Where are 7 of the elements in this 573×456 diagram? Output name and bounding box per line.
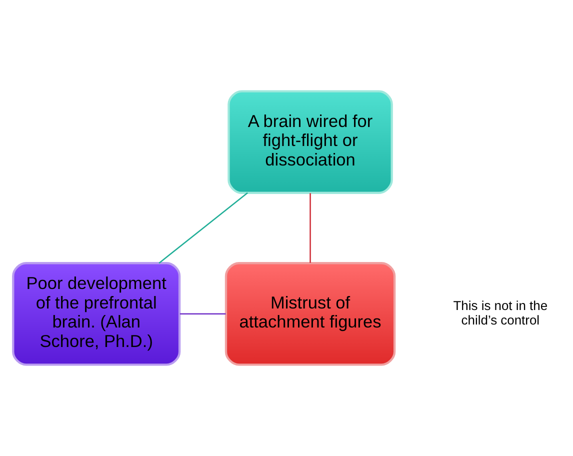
connector [180,313,226,315]
node-box: Mistrust of attachment figures [224,262,396,366]
connector [310,193,311,263]
node-box: A brain wired for fight-flight or dissociation [228,90,393,194]
label: This is not in the child’s control [453,298,548,328]
connector [158,192,248,264]
node-box: Poor development of the prefrontal brain. (Alan Schore, Ph.D.) [12,262,181,366]
